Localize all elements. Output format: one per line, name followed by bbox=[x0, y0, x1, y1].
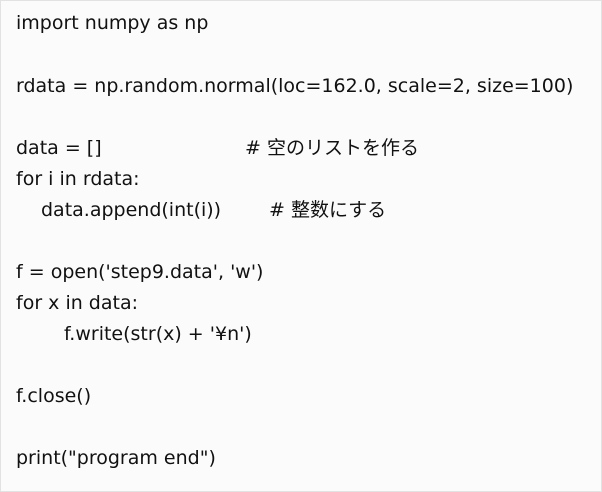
code-line-for-data: for x in data: bbox=[16, 292, 139, 314]
code-line-print: print("program end") bbox=[16, 447, 216, 469]
code-line-write: f.write(str(x) + '¥n') bbox=[64, 323, 252, 345]
code-line-for-rdata: for i in rdata: bbox=[16, 168, 140, 190]
comment-to-integer: # 整数にする bbox=[269, 199, 387, 221]
code-line-import: import numpy as np bbox=[16, 12, 209, 34]
code-line-close: f.close() bbox=[16, 385, 92, 407]
comment-empty-list: # 空のリストを作る bbox=[245, 137, 419, 159]
code-line-open-file: f = open('step9.data', 'w') bbox=[16, 261, 264, 283]
code-line-random-normal: rdata = np.random.normal(loc=162.0, scal… bbox=[16, 75, 574, 97]
code-line-append: data.append(int(i)) bbox=[41, 199, 222, 221]
code-line-data-init: data = [] bbox=[16, 137, 102, 159]
